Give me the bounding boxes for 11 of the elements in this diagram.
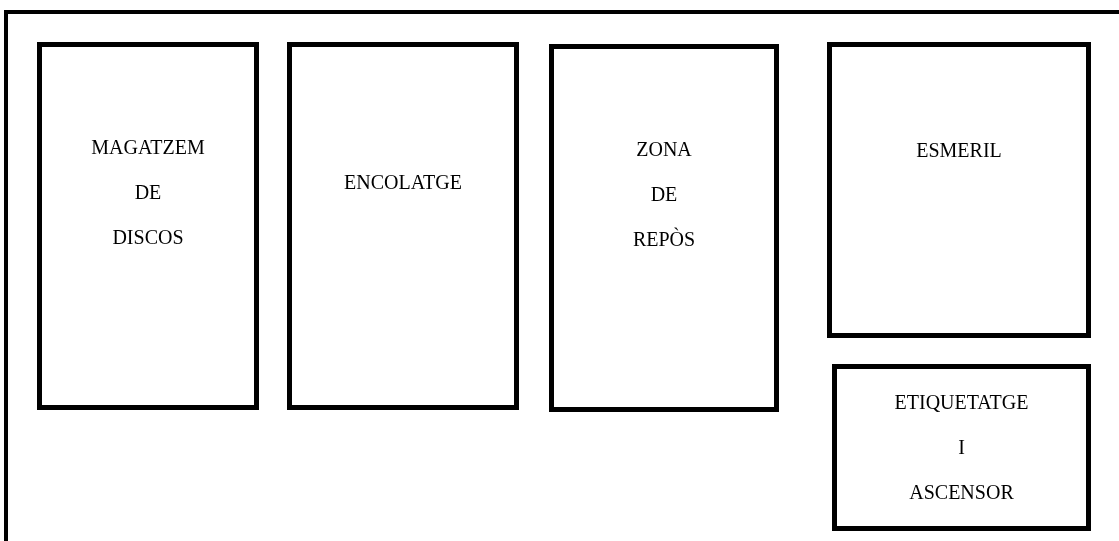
area-box	[832, 364, 1091, 531]
area-box	[37, 42, 259, 410]
area-label: ETIQUETATGE I ASCENSOR	[894, 390, 1029, 505]
area-box	[287, 42, 519, 410]
area-box	[549, 44, 779, 412]
area-label: ESMERIL	[916, 137, 1002, 163]
area-box	[827, 42, 1091, 338]
area-label: ENCOLATGE	[344, 169, 462, 195]
area-label: ZONA DE REPÒS	[632, 136, 696, 252]
area-label: MAGATZEM DE DISCOS	[91, 134, 205, 250]
floor-plan-frame	[4, 10, 1119, 541]
